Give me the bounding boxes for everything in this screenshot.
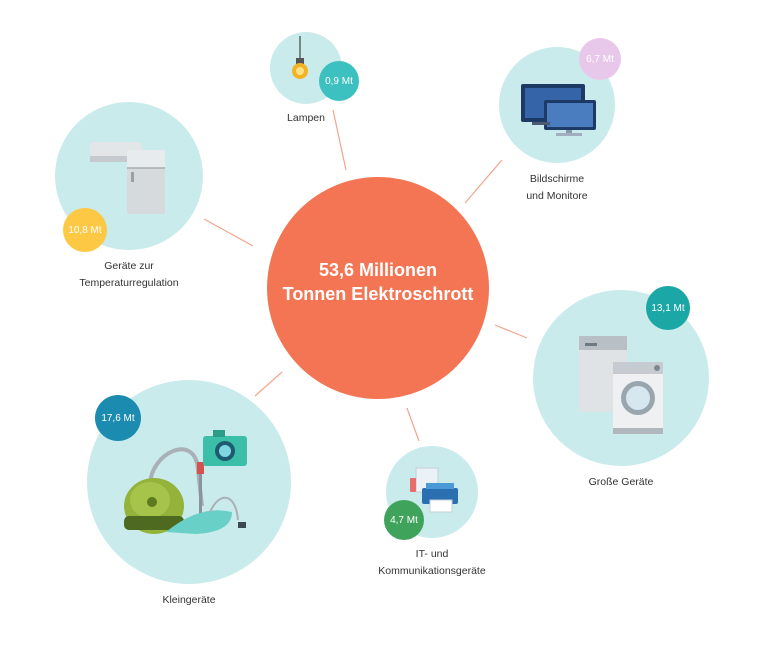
badge-klein: 17,6 Mt <box>95 395 141 441</box>
connector-line <box>406 407 420 442</box>
connector-line <box>203 218 254 247</box>
label-line: Kommunikationsgeräte <box>378 565 486 577</box>
label-line: IT- und <box>415 548 449 560</box>
label-grosse: Große Geräte <box>571 474 671 491</box>
badge-it: 4,7 Mt <box>384 500 424 540</box>
connector-line <box>254 371 283 397</box>
fridge-icon <box>90 142 165 214</box>
label-line: Bildschirme <box>529 173 585 185</box>
vacuum-cleaner-icon <box>124 447 246 534</box>
label-line: Geräte zur <box>104 260 154 272</box>
washing-machine-icon <box>579 336 663 434</box>
label-it: IT- und Kommunikationsgeräte <box>362 546 502 580</box>
connector-line <box>494 324 528 339</box>
center-title-line1: 53,6 Millionen <box>318 260 438 280</box>
connector-line <box>464 159 503 204</box>
bubble-klein <box>87 380 291 584</box>
label-line: Lampen <box>287 112 325 124</box>
light-bulb-icon <box>292 36 308 79</box>
center-title: 53,6 Millionen Tonnen Elektroschrott <box>268 258 488 306</box>
label-lampen: Lampen <box>256 110 356 127</box>
label-line: Kleingeräte <box>162 594 216 606</box>
badge-bildschirme: 6,7 Mt <box>579 38 621 80</box>
badge-temp: 10,8 Mt <box>63 208 107 252</box>
connector-lines <box>203 109 528 442</box>
badge-grosse: 13,1 Mt <box>646 286 690 330</box>
label-temp: Geräte zur Temperaturregulation <box>69 258 189 292</box>
badge-lampen: 0,9 Mt <box>319 61 359 101</box>
label-bildschirme: Bildschirme und Monitore <box>499 171 615 205</box>
center-title-line2: Tonnen Elektroschrott <box>282 284 474 304</box>
monitor-icon <box>521 84 596 136</box>
camera-icon <box>203 430 247 466</box>
connector-line <box>332 109 347 171</box>
label-line: Temperaturregulation <box>79 277 179 289</box>
label-line: und Monitore <box>526 190 588 202</box>
label-klein: Kleingeräte <box>139 592 239 609</box>
printer-icon <box>410 467 458 513</box>
center-circle <box>267 177 489 399</box>
label-line: Große Geräte <box>588 476 654 488</box>
